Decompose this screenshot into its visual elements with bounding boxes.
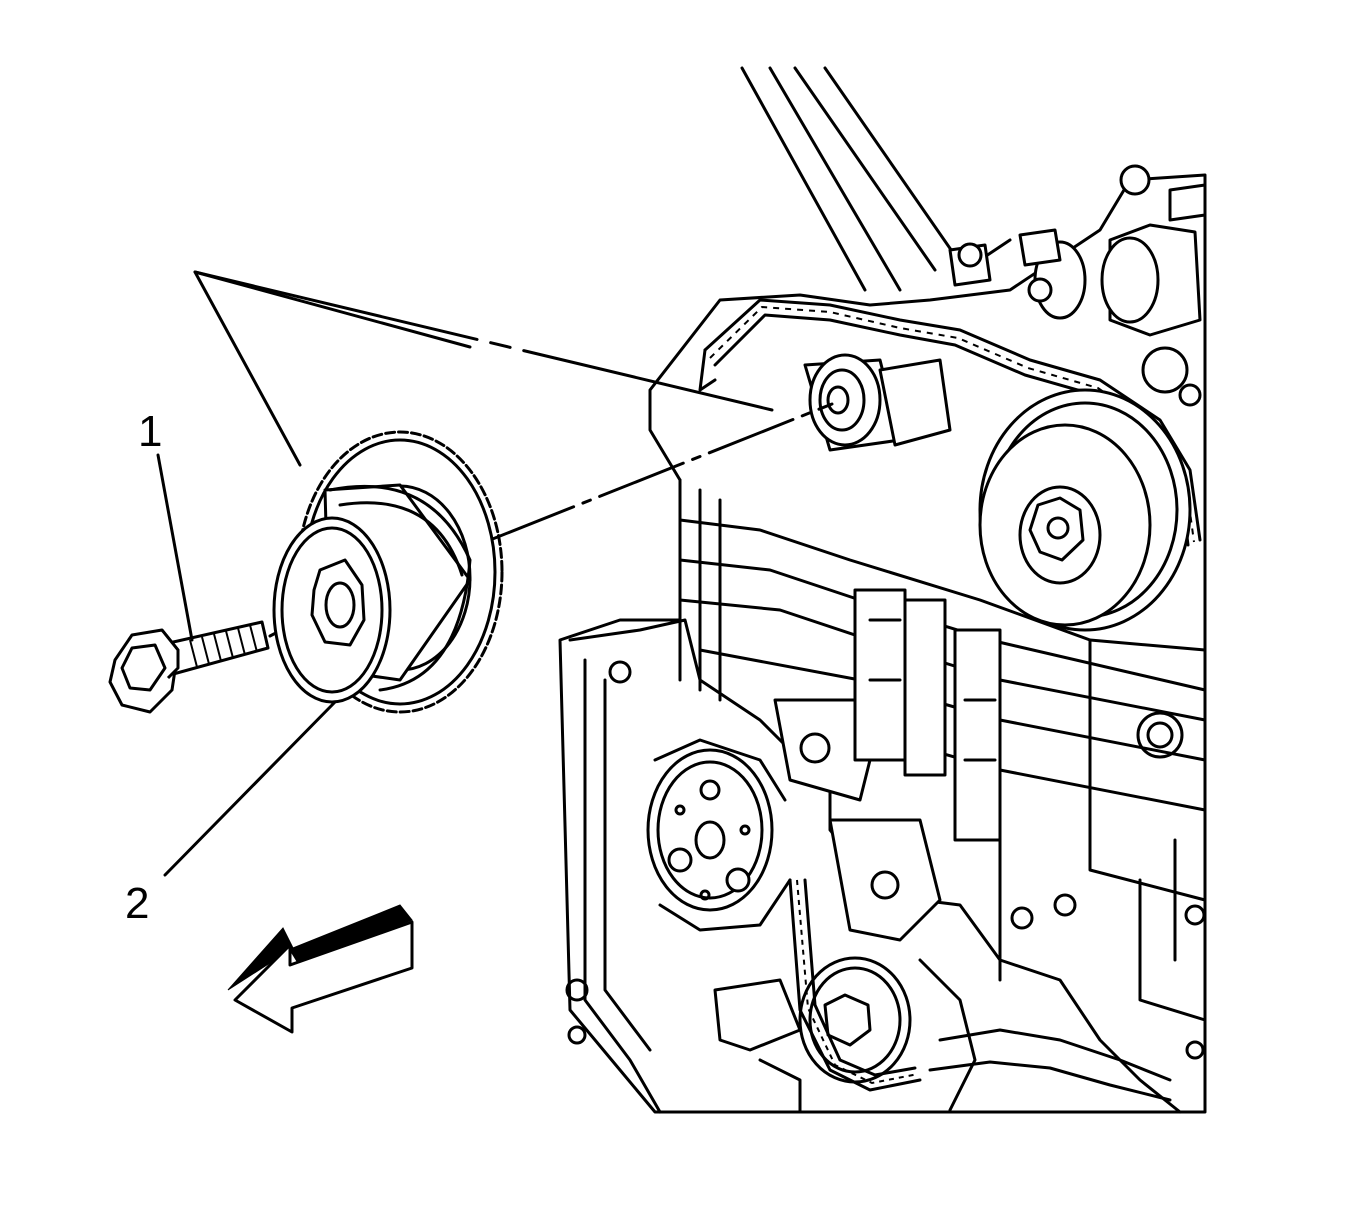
- group-leader: [193, 270, 774, 467]
- callout-label-1: 1: [138, 407, 162, 456]
- engine-assembly: [558, 66, 1207, 1114]
- callout-1: 1: [138, 407, 194, 642]
- camshaft-sprocket-part: [272, 430, 504, 714]
- lower-left-sprocket: [646, 738, 792, 932]
- callout-label-2: 2: [125, 879, 149, 928]
- lower-sprocket: [713, 878, 1172, 1114]
- bolt-part: [108, 620, 270, 714]
- callout-2: 2: [125, 700, 337, 928]
- arrow-left-icon: [227, 904, 414, 1034]
- installed-exhaust-sprocket: [978, 388, 1192, 632]
